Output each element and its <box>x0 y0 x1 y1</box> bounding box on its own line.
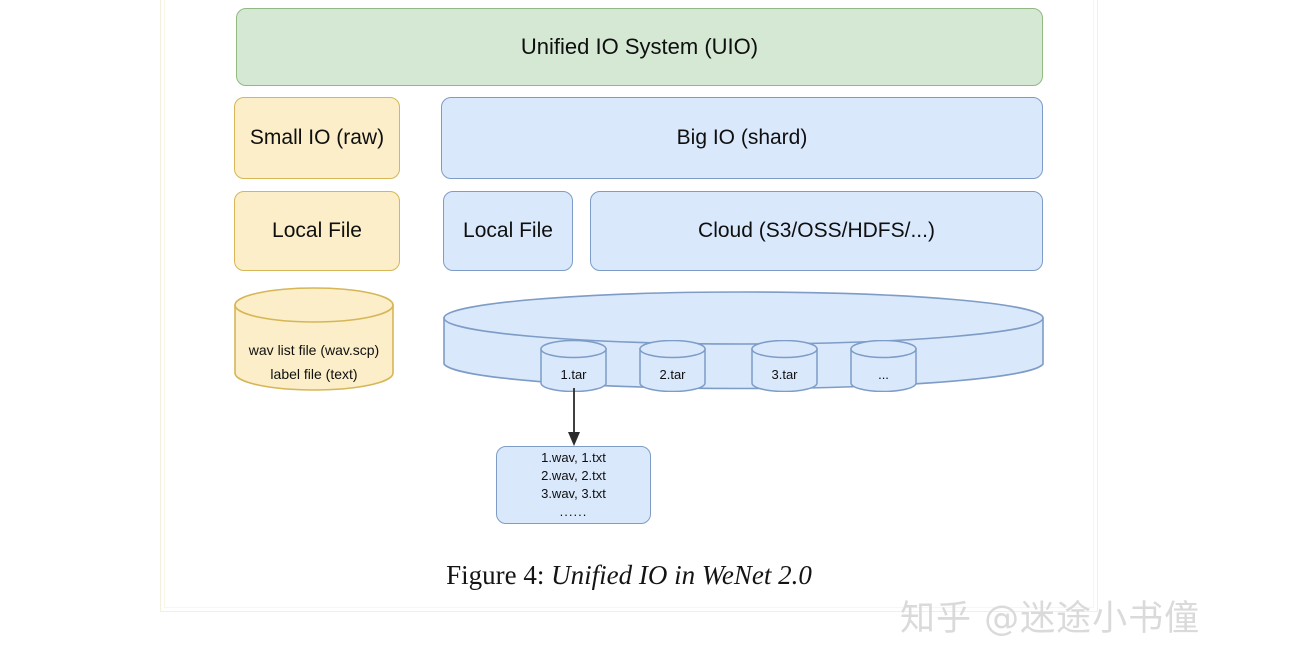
node-local-file-big-io[interactable]: Local File <box>443 191 573 271</box>
cylinder-shard-3-shape <box>751 340 818 392</box>
cylinder-shard-1-shape <box>540 340 607 392</box>
node-shard-contents[interactable]: 1.wav, 1.txt 2.wav, 2.txt 3.wav, 3.txt .… <box>496 446 651 524</box>
node-big-io[interactable]: Big IO (shard) <box>441 97 1043 179</box>
figure-caption-title: Unified IO in WeNet 2.0 <box>551 560 812 590</box>
cylinder-shard-store-shape <box>443 291 1044 390</box>
arrow-shard-to-contents <box>555 388 595 450</box>
node-small-io[interactable]: Small IO (raw) <box>234 97 400 179</box>
shard-contents-ellipsis: ...... <box>559 503 588 519</box>
node-cloud-storage-label: Cloud (S3/OSS/HDFS/...) <box>698 218 935 242</box>
shard-contents-line-1: 1.wav, 1.txt <box>541 450 606 466</box>
watermark-text: 知乎 @迷途小书僮 <box>900 599 1201 639</box>
figure-caption: Figure 4: Unified IO in WeNet 2.0 <box>160 560 1098 591</box>
node-local-file-small-io-label: Local File <box>272 218 362 242</box>
node-small-io-label: Small IO (raw) <box>249 125 385 149</box>
arrow-shard-to-contents-icon <box>568 388 580 446</box>
cylinder-shard-2-shape <box>639 340 706 392</box>
cylinder-shard-2[interactable]: 2.tar <box>639 340 706 392</box>
shard-contents-line-3: 3.wav, 3.txt <box>541 486 606 501</box>
shard-contents-line-2: 2.wav, 2.txt <box>541 468 606 484</box>
cylinder-small-io-store[interactable]: wav list file (wav.scp) label file (text… <box>234 287 394 391</box>
figure-caption-prefix: Figure 4: <box>446 560 545 590</box>
node-unified-io-system[interactable]: Unified IO System (UIO) <box>236 8 1043 86</box>
node-local-file-small-io[interactable]: Local File <box>234 191 400 271</box>
cylinder-shard-1[interactable]: 1.tar <box>540 340 607 392</box>
node-cloud-storage[interactable]: Cloud (S3/OSS/HDFS/...) <box>590 191 1043 271</box>
cylinder-shard-more[interactable]: ... <box>850 340 917 392</box>
node-unified-io-system-label: Unified IO System (UIO) <box>520 34 759 60</box>
cylinder-shard-more-shape <box>850 340 917 392</box>
cylinder-small-io-store-shape <box>234 287 394 391</box>
node-big-io-label: Big IO (shard) <box>676 125 808 149</box>
cylinder-shard-3[interactable]: 3.tar <box>751 340 818 392</box>
cylinder-shard-store[interactable] <box>443 291 1044 391</box>
node-local-file-big-io-label: Local File <box>463 218 553 242</box>
